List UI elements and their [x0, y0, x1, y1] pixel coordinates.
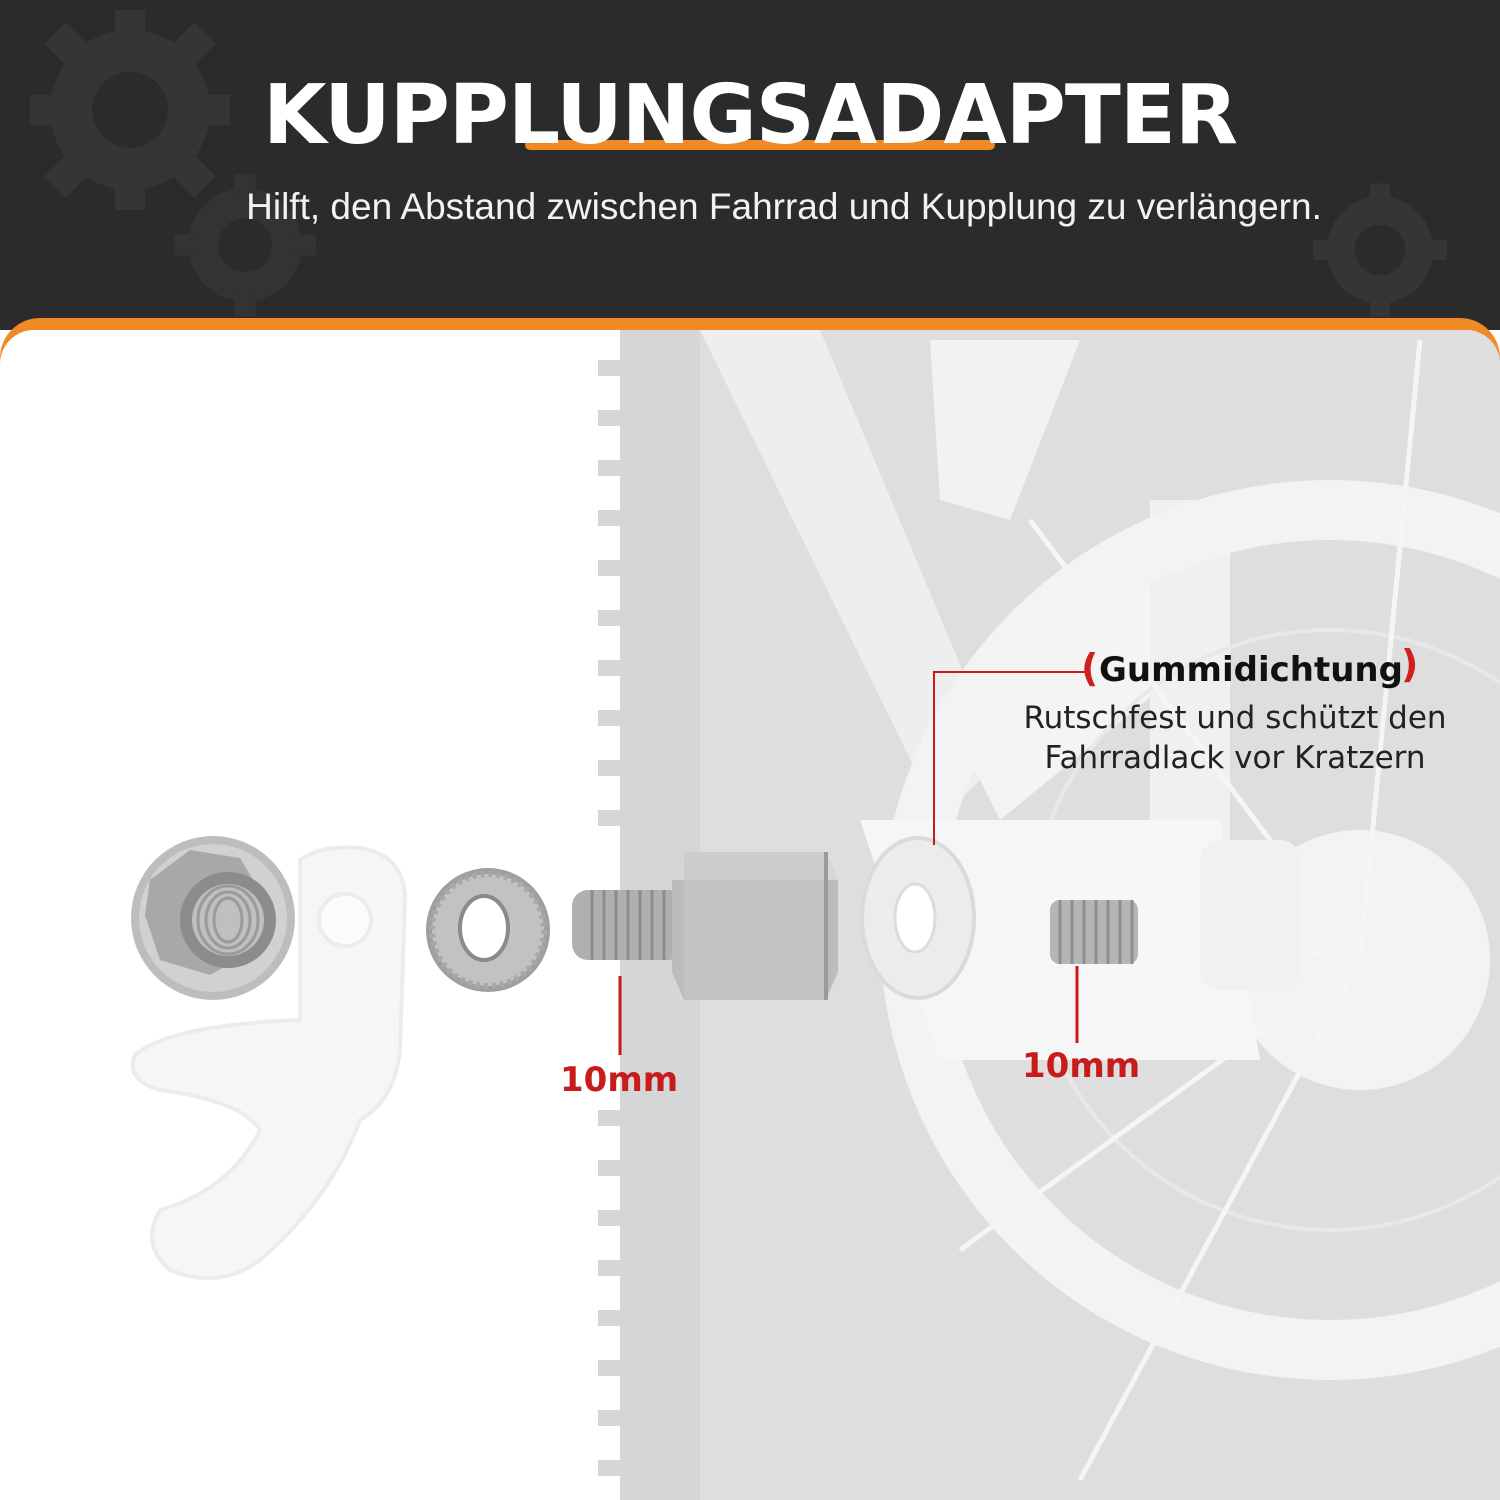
- hex-adapter-icon: [572, 852, 838, 1000]
- hitch-bracket-icon: [130, 845, 408, 1280]
- serrated-washer-icon: [426, 868, 550, 992]
- callout-line: [933, 671, 1088, 845]
- title-underline: [525, 140, 995, 150]
- callout-description-line2: Fahrradlack vor Kratzern: [1044, 740, 1426, 776]
- product-scene: [0, 330, 1500, 1500]
- page-title: KUPPLUNGSADAPTER: [263, 68, 1238, 163]
- bracket-right-icon: ): [1401, 642, 1419, 686]
- gear-icon: [30, 10, 230, 210]
- flange-nut-icon: [131, 836, 295, 1000]
- measurement-left-label: 10mm: [560, 1060, 679, 1100]
- rubber-seal-icon: [860, 836, 976, 1000]
- gear-icon: [174, 174, 316, 316]
- bracket-left-icon: (: [1081, 646, 1099, 690]
- threaded-bolt-icon: [1050, 900, 1138, 964]
- callout-title: Gummidichtung: [1099, 650, 1403, 690]
- header-banner: KUPPLUNGSADAPTER Hilft, den Abstand zwis…: [0, 0, 1500, 330]
- measurement-right-label: 10mm: [1022, 1046, 1141, 1086]
- gear-icon: [1313, 183, 1447, 317]
- page-subtitle: Hilft, den Abstand zwischen Fahrrad und …: [246, 186, 1322, 227]
- callout-description-line1: Rutschfest und schützt den: [1023, 700, 1447, 736]
